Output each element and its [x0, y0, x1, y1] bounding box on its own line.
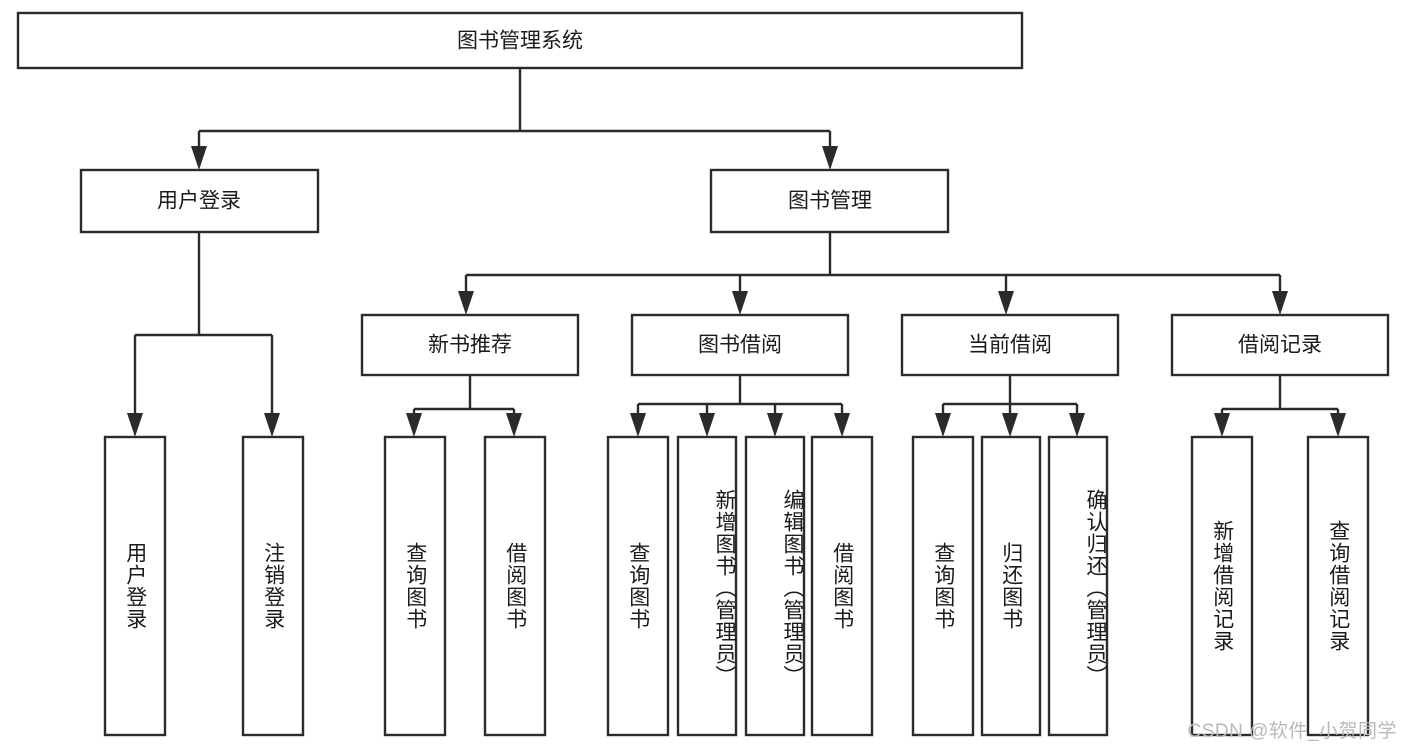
arrowhead-borrowrecord-leaf1 — [1214, 413, 1230, 437]
leaf-bookborrow-add-book-admin[interactable] — [676, 435, 738, 737]
leaf-currentborrow-query-book[interactable] — [911, 435, 975, 737]
arrowhead-leaf-user-login — [127, 413, 143, 437]
leaf-borrowrecord-add-record[interactable] — [1190, 435, 1254, 737]
node-new-book-recommend-label: 新书推荐 — [428, 334, 512, 357]
arrowhead-borrow-record — [1272, 291, 1288, 315]
arrowhead-currentborrow-leaf3 — [1069, 413, 1085, 437]
node-new-book-recommend[interactable] — [360, 313, 580, 377]
node-book-borrow-label: 图书借阅 — [698, 334, 782, 357]
leaf-currentborrow-confirm-return-admin[interactable] — [1047, 435, 1109, 737]
leaf-newbook-query-book[interactable] — [383, 435, 447, 737]
arrowhead-leaf-logout — [264, 413, 280, 437]
leaf-logout[interactable] — [241, 435, 305, 737]
leaf-bookborrow-borrow-book[interactable] — [810, 435, 874, 737]
node-book-manage[interactable] — [709, 168, 950, 234]
leaf-newbook-borrow-book[interactable] — [483, 435, 547, 737]
node-root-label: 图书管理系统 — [457, 30, 583, 53]
watermark: CSDN @软件_小贺同学 — [1187, 721, 1397, 742]
node-root[interactable] — [16, 11, 1024, 70]
arrowhead-newbook-leaf1 — [406, 413, 422, 437]
arrowhead-current-borrow — [998, 291, 1014, 315]
arrowhead-currentborrow-leaf2 — [1002, 413, 1018, 437]
node-user-login-label: 用户登录 — [157, 190, 241, 213]
leaf-borrowrecord-query-record[interactable] — [1306, 435, 1370, 737]
arrowhead-newbook-leaf2 — [506, 413, 522, 437]
leaf-bookborrow-query-book[interactable] — [606, 435, 670, 737]
arrowhead-book-borrow — [732, 291, 748, 315]
arrowhead-bookborrow-leaf1 — [630, 413, 646, 437]
node-borrow-record[interactable] — [1170, 313, 1390, 377]
leaf-user-login[interactable] — [103, 435, 167, 737]
node-book-borrow[interactable] — [630, 313, 850, 377]
leaf-currentborrow-return-book[interactable] — [980, 435, 1042, 737]
arrowhead-book-manage — [822, 146, 838, 170]
leaf-bookborrow-edit-book-admin[interactable] — [744, 435, 806, 737]
node-borrow-record-label: 借阅记录 — [1238, 334, 1322, 357]
arrowhead-bookborrow-leaf3 — [767, 413, 783, 437]
node-book-manage-label: 图书管理 — [788, 190, 872, 213]
arrowhead-user-login — [191, 146, 207, 170]
arrowhead-bookborrow-leaf2 — [699, 413, 715, 437]
node-current-borrow-label: 当前借阅 — [968, 334, 1052, 357]
arrowhead-currentborrow-leaf1 — [935, 413, 951, 437]
arrowhead-bookborrow-leaf4 — [834, 413, 850, 437]
arrowhead-new-book-recommend — [458, 291, 474, 315]
node-current-borrow[interactable] — [900, 313, 1120, 377]
arrowhead-borrowrecord-leaf2 — [1330, 413, 1346, 437]
